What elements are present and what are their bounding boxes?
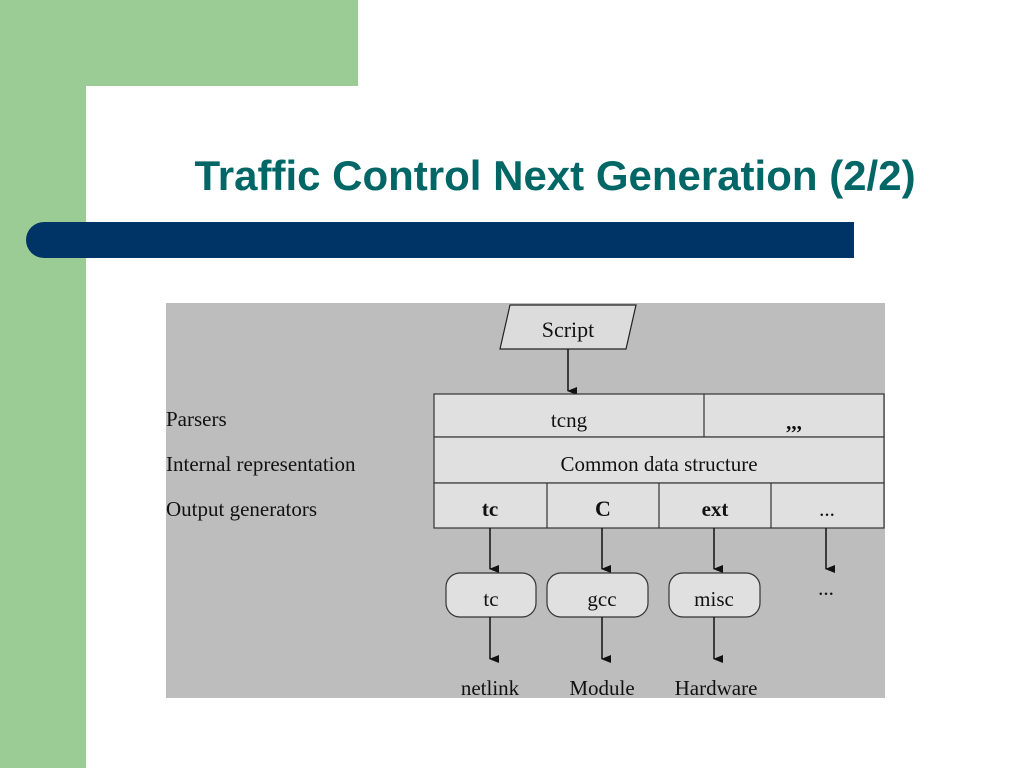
target-module: Module xyxy=(569,676,634,698)
tool-tc-box xyxy=(445,572,537,618)
architecture-diagram: Script Parsers Internal representation O… xyxy=(166,303,885,698)
tool-tc-label: tc xyxy=(483,587,498,611)
generator-more: ... xyxy=(819,497,835,521)
internal-common-data-structure: Common data structure xyxy=(560,452,757,476)
target-netlink: netlink xyxy=(461,676,520,698)
title-underline-bar xyxy=(26,222,854,258)
tool-more-label: ... xyxy=(818,576,834,600)
script-label: Script xyxy=(542,317,595,342)
script-node xyxy=(499,304,637,350)
parser-other: ,,, xyxy=(786,410,802,434)
parser-tcng: tcng xyxy=(551,408,588,432)
tool-misc-label: misc xyxy=(694,587,734,611)
row-label-parsers: Parsers xyxy=(166,407,227,431)
background-green-side xyxy=(0,0,86,768)
generator-c: C xyxy=(595,496,611,521)
target-hardware: Hardware xyxy=(675,676,758,698)
layers-table xyxy=(433,393,885,529)
generator-tc: tc xyxy=(482,497,498,521)
tool-gcc-label: gcc xyxy=(587,587,616,611)
tool-gcc-box xyxy=(546,572,649,618)
generator-ext: ext xyxy=(702,497,729,521)
row-label-internal: Internal representation xyxy=(166,452,356,476)
slide-title: Traffic Control Next Generation (2/2) xyxy=(194,152,916,199)
row-label-output: Output generators xyxy=(166,497,317,521)
